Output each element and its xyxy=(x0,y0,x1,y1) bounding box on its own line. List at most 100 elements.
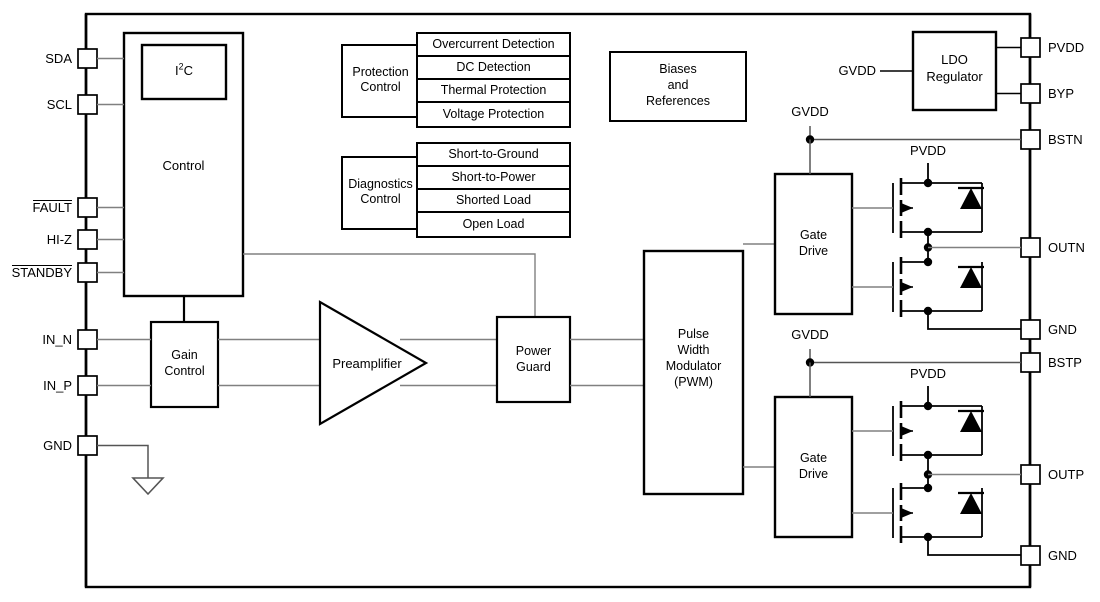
pin-label-sda: SDA xyxy=(45,51,72,66)
protection-control-label-line1: Protection xyxy=(352,65,409,79)
pin-label-hiz: HI-Z xyxy=(46,232,72,247)
net-label-gvdd-bstp: GVDD xyxy=(791,327,829,342)
net-label-gvdd-bstn: GVDD xyxy=(791,104,829,119)
gate-drive-bottom-label-line2: Drive xyxy=(798,467,829,481)
pin-square-outp xyxy=(1020,464,1041,485)
gate-drive-top-label-line1: Gate xyxy=(799,228,828,242)
pin-label-inn: IN_N xyxy=(42,332,72,347)
preamplifier-triangle xyxy=(318,300,429,426)
pin-label-bstp: BSTP xyxy=(1048,355,1082,370)
i2c-label: I2C xyxy=(175,61,193,78)
power-guard-block xyxy=(495,315,572,404)
gain-control-block xyxy=(149,320,220,409)
body-diode-ls-bottom xyxy=(960,493,982,514)
diagnostics-item-box-3 xyxy=(416,211,571,238)
pwm-block xyxy=(642,249,745,496)
diagnostics-items-stack xyxy=(416,142,571,238)
pwm-label-line4: (PWM) xyxy=(674,375,713,389)
pin-label-standby: STANDBY xyxy=(0,265,72,280)
diagnostics-item-2: Shorted Load xyxy=(455,193,532,207)
pin-label-pvdd: PVDD xyxy=(1048,40,1085,55)
diagnostics-item-0: Short-to-Ground xyxy=(448,147,539,161)
control-to-power-guard-link xyxy=(243,253,536,317)
pin-square-standby xyxy=(77,262,98,283)
biases-label-line2: and xyxy=(667,78,689,92)
gate-drive-top-label-line2: Drive xyxy=(798,244,829,258)
pin-label-inp: IN_P xyxy=(43,378,72,393)
ldo-label-line2: Regulator xyxy=(926,69,983,84)
pin-label-fault-text: FAULT xyxy=(32,200,72,215)
pin-square-outn xyxy=(1020,237,1041,258)
protection-item-1: DC Detection xyxy=(456,60,531,74)
output-stage-top xyxy=(852,163,1021,330)
protection-item-0: Overcurrent Detection xyxy=(432,37,555,51)
biases-label-line3: References xyxy=(646,94,710,108)
control-pin-stubs xyxy=(97,57,124,274)
power-guard-label-line1: Power xyxy=(515,344,552,358)
pwm-to-gatedrive-lines xyxy=(743,243,775,468)
biases-label-line1: Biases xyxy=(659,62,697,76)
pin-square-gnd-left xyxy=(77,435,98,456)
pin-square-byp xyxy=(1020,83,1041,104)
net-label-gvdd-ldo: GVDD xyxy=(838,63,876,78)
protection-item-2: Thermal Protection xyxy=(440,83,547,97)
pin-label-scl: SCL xyxy=(46,97,72,112)
pin-square-fault xyxy=(77,197,98,218)
i2c-block xyxy=(140,43,228,101)
left-pin-squares xyxy=(77,48,98,456)
gnd-line-top xyxy=(927,311,1021,330)
pin-label-gnd-left: GND xyxy=(43,438,72,453)
gain-control-label-line1: Gain xyxy=(171,348,198,362)
pwm-label-line2: Width xyxy=(677,343,710,357)
pin-label-byp: BYP xyxy=(1048,86,1075,101)
biases-references-block xyxy=(609,51,747,122)
gate-drive-bottom-block xyxy=(773,395,854,539)
protection-items-stack xyxy=(416,32,571,128)
pin-label-fault: FAULT xyxy=(0,200,72,215)
body-diode-hs-bottom xyxy=(960,411,982,432)
right-pin-squares xyxy=(1020,37,1041,566)
gate-drive-bottom-label-line1: Gate xyxy=(799,451,828,465)
pwm-label-line1: Pulse xyxy=(677,327,710,341)
body-diode-hs-top xyxy=(960,188,982,209)
diagnostics-control-block xyxy=(341,156,420,230)
pin-square-inn xyxy=(77,329,98,350)
pin-square-bstn xyxy=(1020,129,1041,150)
diagnostics-control-label-line1: Diagnostics xyxy=(348,177,413,191)
diagnostics-item-3: Open Load xyxy=(462,217,525,231)
ldo-label-line1: LDO xyxy=(941,52,968,67)
powerguard-to-pwm-lines xyxy=(570,338,644,387)
pin-label-bstn: BSTN xyxy=(1048,132,1083,147)
pin-label-outp: OUTP xyxy=(1048,467,1085,482)
body-diode-ls-top xyxy=(960,267,982,288)
protection-control-label-line2: Control xyxy=(360,80,401,94)
pin-square-sda xyxy=(77,48,98,69)
pin-square-inp xyxy=(77,375,98,396)
pin-square-scl xyxy=(77,94,98,115)
diagnostics-control-label-line2: Control xyxy=(360,192,401,206)
protection-item-box-3 xyxy=(416,101,571,128)
pin-square-bstp xyxy=(1020,352,1041,373)
pin-label-standby-text: STANDBY xyxy=(11,265,72,280)
output-stage-bottom xyxy=(852,386,1021,556)
pin-square-pvdd xyxy=(1020,37,1041,58)
pin-square-hiz xyxy=(77,229,98,250)
preamplifier-label: Preamplifier xyxy=(332,356,402,371)
pin-label-outn: OUTN xyxy=(1048,240,1085,255)
protection-control-block xyxy=(341,44,420,118)
net-label-pvdd-bottom: PVDD xyxy=(909,366,947,381)
pin-square-gnd-mid xyxy=(1020,319,1041,340)
diagnostics-item-1: Short-to-Power xyxy=(451,170,536,184)
gain-control-label-line2: Control xyxy=(164,364,205,378)
pin-label-gnd-bottom: GND xyxy=(1048,548,1077,563)
gnd-left-lead xyxy=(97,444,149,478)
power-guard-label-line2: Guard xyxy=(516,360,551,374)
pwm-label-line3: Modulator xyxy=(665,359,722,373)
pin-square-gnd-bottom xyxy=(1020,545,1041,566)
net-label-pvdd-top: PVDD xyxy=(909,143,947,158)
ground-symbol xyxy=(132,477,164,495)
pin-label-gnd-mid: GND xyxy=(1048,322,1077,337)
control-label: Control xyxy=(162,158,205,173)
